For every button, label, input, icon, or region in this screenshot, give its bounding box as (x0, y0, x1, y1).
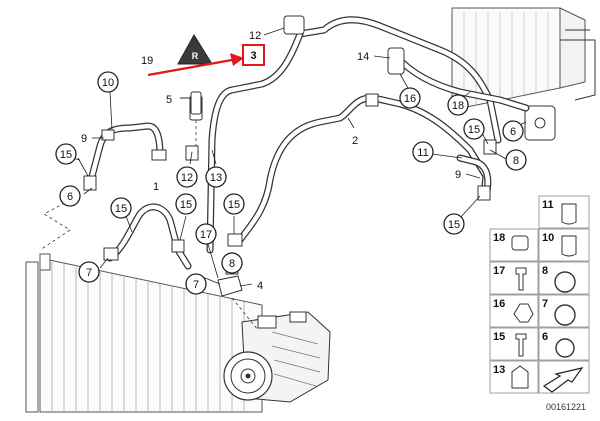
label-9: 9 (455, 169, 461, 181)
highlight-arrow (147, 53, 244, 77)
warning-label-badge: R (177, 34, 213, 65)
highlight-label: 3 (250, 50, 256, 62)
callout-15: 15 (55, 143, 77, 165)
callout-15: 15 (463, 118, 485, 140)
svg-text:11: 11 (417, 147, 428, 159)
highlight-box: 3 (242, 44, 265, 66)
svg-text:7: 7 (193, 279, 199, 291)
label-1: 1 (153, 181, 159, 193)
legend-num: 11 (542, 199, 554, 211)
legend-num: 8 (542, 265, 548, 277)
svg-text:6: 6 (510, 126, 516, 138)
svg-text:15: 15 (448, 219, 460, 231)
svg-text:15: 15 (228, 199, 240, 211)
svg-text:16: 16 (404, 93, 416, 105)
label-2: 2 (352, 135, 358, 147)
svg-text:15: 15 (468, 124, 480, 136)
legend-num: 13 (493, 364, 505, 376)
callout-15: 15 (110, 197, 132, 219)
o-ring-icon (555, 338, 575, 358)
label-9: 9 (81, 133, 87, 145)
callout-12: 12 (176, 166, 198, 188)
callout-13: 13 (205, 166, 227, 188)
svg-text:15: 15 (60, 149, 72, 161)
label-12: 12 (249, 30, 261, 42)
condenser (25, 253, 263, 413)
bracket-icon (511, 365, 529, 389)
svg-text:8: 8 (229, 258, 235, 270)
label-4: 4 (257, 280, 263, 292)
callout-7: 7 (78, 261, 100, 283)
pressure-sensor (180, 91, 202, 115)
svg-text:10: 10 (102, 77, 114, 89)
callout-8: 8 (505, 149, 527, 171)
callout-15: 15 (443, 213, 465, 235)
legend-num: 16 (493, 298, 505, 310)
legend-num: 15 (493, 331, 505, 343)
callout-10: 10 (97, 71, 119, 93)
ac-compressor (223, 311, 331, 403)
clip-icon (511, 235, 529, 251)
svg-text:6: 6 (67, 191, 73, 203)
svg-text:17: 17 (200, 229, 212, 241)
callout-15: 15 (223, 193, 245, 215)
legend-num: 10 (542, 232, 554, 244)
svg-text:8: 8 (513, 155, 519, 167)
svg-text:13: 13 (210, 172, 222, 184)
bolt-icon (515, 267, 527, 291)
callout-6: 6 (59, 185, 81, 207)
nut-icon (513, 303, 534, 323)
callout-6: 6 (502, 120, 524, 142)
o-ring-icon (554, 271, 576, 293)
callout-11: 11 (412, 141, 434, 163)
callout-16: 16 (399, 87, 421, 109)
o-ring-icon (554, 304, 576, 326)
callout-18: 18 (447, 94, 469, 116)
dashed-guides (39, 120, 259, 331)
badge-text: R (192, 51, 199, 61)
legend-num: 17 (493, 265, 505, 277)
svg-text:15: 15 (180, 199, 192, 211)
callout-15: 15 (175, 193, 197, 215)
label-5: 5 (166, 94, 172, 106)
svg-text:15: 15 (115, 203, 127, 215)
arrow-icon (542, 367, 584, 393)
legend-num: 18 (493, 232, 505, 244)
diagram-code: 00161221 (546, 402, 586, 412)
screw-icon (515, 333, 527, 357)
parts-legend-grid: 11 18 10 17 8 16 7 15 6 13 (489, 195, 590, 394)
label-14: 14 (357, 51, 369, 63)
callout-8: 8 (221, 252, 243, 274)
legend-num: 7 (542, 298, 548, 310)
svg-text:18: 18 (452, 100, 464, 112)
svg-text:12: 12 (181, 172, 193, 184)
cap-icon (561, 235, 577, 257)
label-19: 19 (141, 55, 153, 67)
callout-7: 7 (185, 273, 207, 295)
callout-17: 17 (195, 223, 217, 245)
cap-icon (561, 203, 577, 225)
svg-text:7: 7 (86, 267, 92, 279)
hose-fittings (83, 15, 497, 297)
legend-num: 6 (542, 331, 548, 343)
